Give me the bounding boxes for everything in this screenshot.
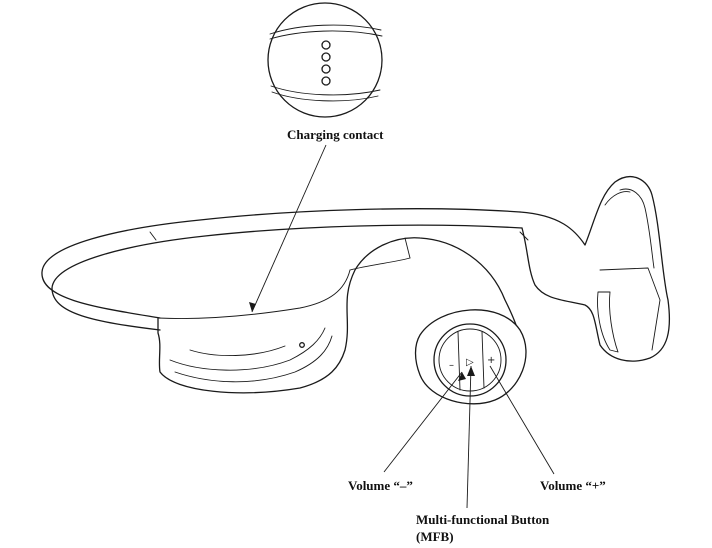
charging-pin [321,76,331,86]
charging-contact-label: Charging contact [287,127,384,142]
mfb-sublabel: (MFB) [416,529,454,544]
volume-minus-leader [383,371,463,473]
neckband [41,208,523,331]
mfb-leader [466,365,472,509]
volume-plus-label: Volume “+” [540,478,606,493]
right-ear-piece [519,176,671,362]
mfb-label: Multi-functional Button [416,512,550,527]
minus-symbol: – [449,360,454,371]
left-housing [157,237,523,394]
charging-pin [321,64,331,74]
charging-pins [321,40,331,86]
charging-contact-leader [251,144,327,313]
volume-plus-leader [489,365,555,475]
volume-minus-label: Volume “–” [348,478,413,493]
indicator-dot [299,342,305,348]
charging-pin [321,40,331,50]
charging-contact-detail [267,2,383,118]
play-symbol: ▷ [466,357,474,368]
charging-pin [321,52,331,62]
leader-lines [249,144,555,509]
plus-symbol: + [487,355,495,366]
